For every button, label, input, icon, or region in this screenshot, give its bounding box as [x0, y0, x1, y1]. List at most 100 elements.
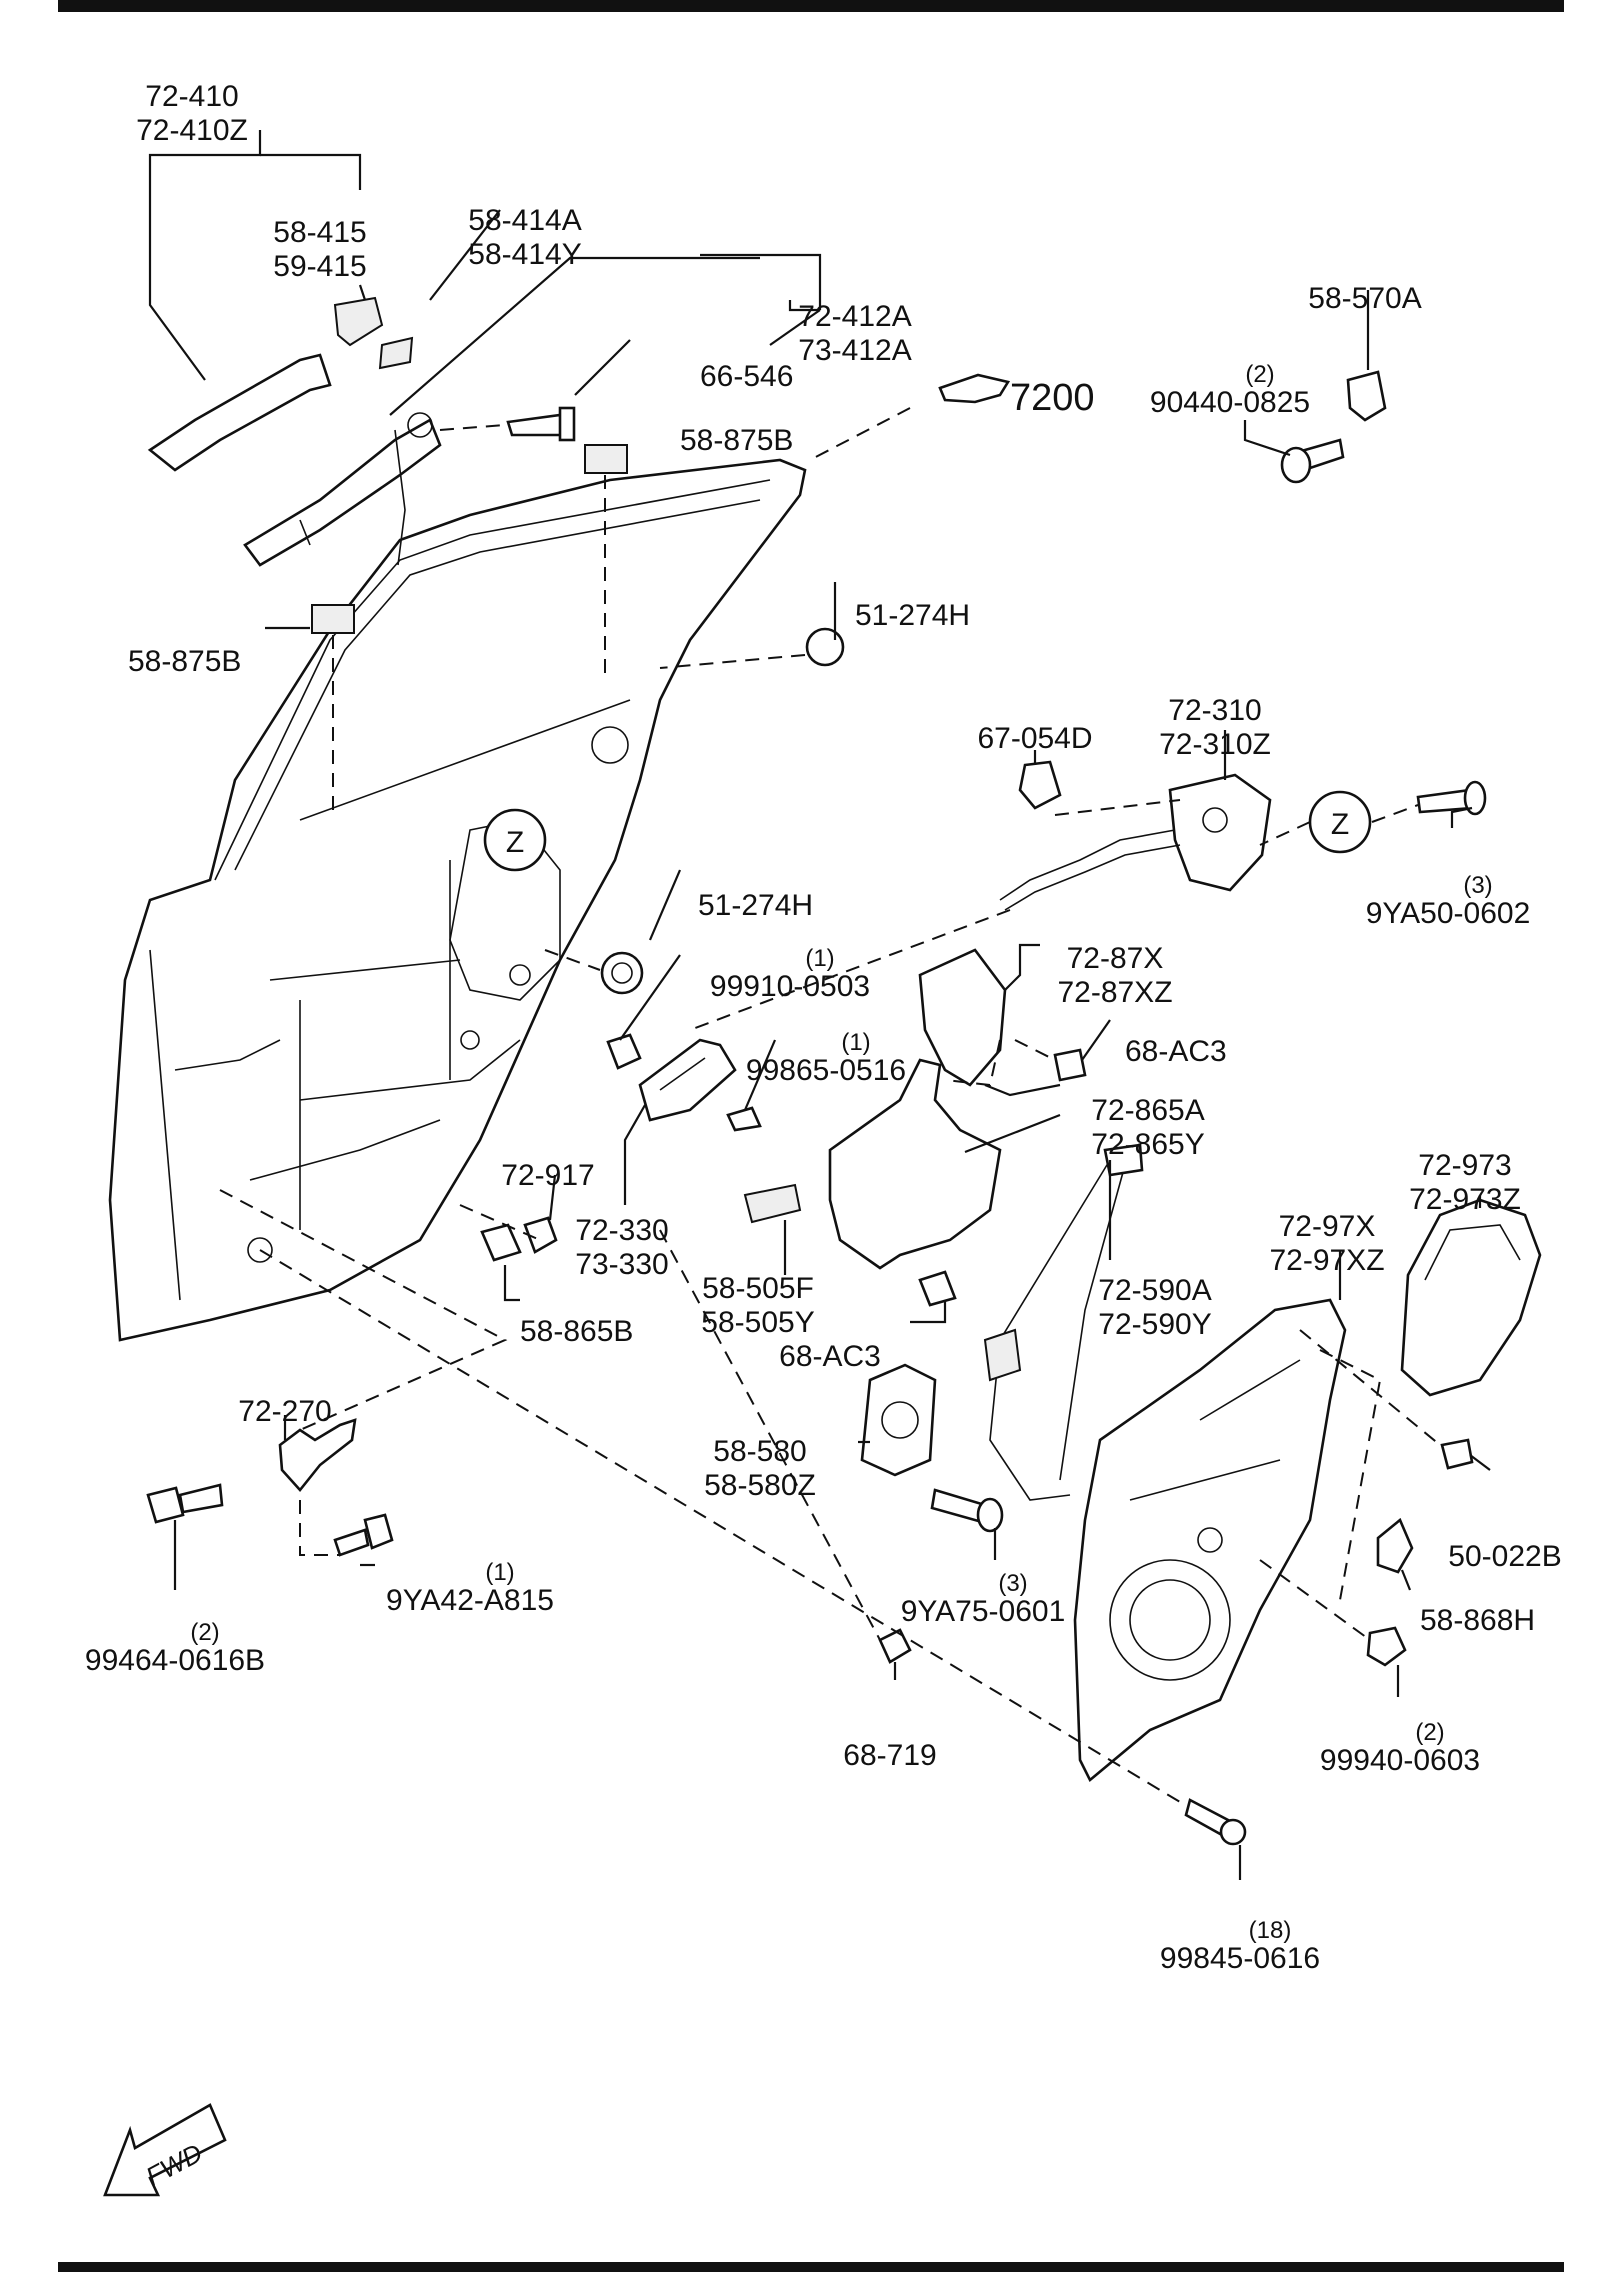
part-qty-p37: (18) — [1249, 1917, 1292, 1944]
handle-bracket-assembly — [243, 412, 442, 567]
part-qty-p31: (1) — [485, 1559, 514, 1586]
part-code-p32-0: 9YA75-0601 — [901, 1595, 1066, 1628]
part-code-p10-0: 51-274H — [855, 599, 970, 632]
foam-pad-left — [311, 604, 355, 634]
part-qty-p13: (3) — [1463, 872, 1492, 899]
part-code-p37-0: 99845-0616 — [1160, 1942, 1320, 1975]
clip-68-AC3-lower — [918, 1270, 957, 1307]
latch-cover-72-87X — [918, 948, 1007, 1087]
motor-58-580 — [860, 1363, 937, 1477]
part-code-p2-0: 58-415 — [273, 216, 366, 249]
screw-99865-0516 — [726, 1106, 762, 1132]
watershield-72-865A — [828, 1058, 1002, 1270]
part-qty-p32: (3) — [998, 1570, 1027, 1597]
part-code-p36-0: 99940-0603 — [1320, 1744, 1480, 1777]
screw-90440-0825 — [1280, 438, 1345, 484]
part-code-p24-0: 58-505F — [702, 1272, 814, 1305]
part-labels: 72-41072-410Z58-41559-41558-414A58-414Y7… — [85, 80, 1562, 1975]
trim-72-973 — [1400, 1198, 1542, 1397]
part-qty-p17: (1) — [841, 1029, 870, 1056]
part-code-p29-0: 58-580 — [713, 1435, 806, 1468]
part-code-p34-0: 99464-0616B — [85, 1644, 265, 1677]
clip-68-719 — [878, 1628, 912, 1664]
door-shell — [108, 458, 807, 1342]
reference-label: 7200 — [1010, 377, 1095, 419]
fwd-indicator: FWD — [103, 2103, 227, 2197]
bolt-9YA42-A815 — [333, 1513, 394, 1557]
foam-pad-upper — [584, 444, 628, 474]
check-link-72-270 — [278, 1418, 357, 1493]
seal-58-868H — [1376, 1517, 1414, 1574]
callout-letter-right: Z — [1331, 808, 1349, 841]
part-code-p27-0: 68-AC3 — [779, 1340, 881, 1373]
part-code-p15-0: 99910-0503 — [710, 970, 870, 1003]
part-code-p33-0: 58-868H — [1420, 1604, 1535, 1637]
part-code-p1-1: 72-410Z — [136, 114, 248, 147]
callout-circle-z-left — [483, 808, 547, 872]
part-code-p9-0: 58-875B — [128, 645, 241, 678]
clip-50-022B — [1440, 1438, 1474, 1470]
part-code-p21-1: 73-330 — [575, 1248, 668, 1281]
nut-99940-0603 — [1366, 1626, 1407, 1667]
dashed-lines — [219, 407, 1441, 1806]
part-code-p14-0: 51-274H — [698, 889, 813, 922]
bumper-58-865B — [480, 1223, 522, 1262]
part-code-p18-0: 68-AC3 — [1125, 1035, 1227, 1068]
part-code-p28-0: 72-270 — [238, 1395, 331, 1428]
part-code-p11-1: 72-310Z — [1159, 728, 1271, 761]
part-code-p35-0: 68-719 — [843, 1739, 936, 1772]
part-code-p8-0: 90440-0825 — [1150, 386, 1310, 419]
outer-handle — [147, 296, 414, 472]
part-qty-p34: (2) — [190, 1619, 219, 1646]
part-code-p3-1: 58-414Y — [468, 238, 581, 271]
part-code-p4-1: 73-412A — [798, 334, 911, 367]
plug-51-274H-lower — [600, 951, 644, 995]
part-code-p12-0: 67-054D — [977, 722, 1092, 755]
part-code-p13-0: 9YA50-0602 — [1366, 897, 1531, 930]
part-code-p6-0: 58-875B — [680, 424, 793, 457]
part-code-p5-0: 66-546 — [700, 360, 793, 393]
clip-68-AC3-upper — [1053, 1048, 1087, 1082]
part-code-p11-0: 72-310 — [1168, 694, 1261, 727]
part-code-p24-1: 58-505Y — [701, 1306, 814, 1339]
part-code-p19-0: 72-865A — [1091, 1094, 1204, 1127]
pin-72-917 — [523, 1216, 558, 1254]
part-code-p7-0: 58-570A — [1308, 282, 1421, 315]
screw-99910-0503 — [606, 1033, 642, 1070]
callout-letter-left: Z — [506, 826, 524, 859]
bolt-9YA75-0601 — [930, 1488, 1004, 1533]
window-regulator-72-590A — [983, 1143, 1144, 1501]
bottom-frame-bar — [58, 2262, 1564, 2272]
part-code-p2-1: 59-415 — [273, 250, 366, 283]
door-module-panel-72-97X — [1073, 1298, 1347, 1783]
striker-58-570A — [1346, 370, 1387, 422]
leader-lines — [148, 130, 1491, 1880]
part-code-p23-1: 72-97XZ — [1269, 1244, 1384, 1277]
part-code-p3-0: 58-414A — [468, 204, 581, 237]
reference-pointer: 7200 — [938, 373, 1095, 419]
inner-handle-72-330 — [638, 1038, 737, 1122]
bolt-9YA50-0602 — [1416, 780, 1487, 816]
part-code-p16-1: 72-87XZ — [1057, 976, 1172, 1009]
part-code-p23-0: 72-97X — [1279, 1210, 1376, 1243]
top-frame-bar — [58, 0, 1564, 12]
clip-67-054D — [1018, 760, 1062, 810]
door-latch-72-310 — [999, 773, 1272, 911]
screw-99845-0616 — [1184, 1798, 1247, 1846]
plug-51-274H-upper — [805, 627, 845, 667]
part-qty-p36: (2) — [1415, 1719, 1444, 1746]
part-code-p19-1: 72-865Y — [1091, 1128, 1204, 1161]
screw-66-546 — [506, 406, 576, 442]
part-code-p16-0: 72-87X — [1067, 942, 1164, 975]
part-code-p30-0: 50-022B — [1448, 1540, 1561, 1573]
part-code-p21-0: 72-330 — [575, 1214, 668, 1247]
part-code-p31-0: 9YA42-A815 — [386, 1584, 554, 1617]
part-code-p29-1: 58-580Z — [704, 1469, 816, 1502]
cover-58-505F — [743, 1183, 802, 1224]
part-qty-p8: (2) — [1245, 361, 1274, 388]
part-code-p4-0: 72-412A — [798, 300, 911, 333]
bolt-99464-0616B — [146, 1483, 224, 1524]
part-code-p22-0: 72-973 — [1418, 1149, 1511, 1182]
